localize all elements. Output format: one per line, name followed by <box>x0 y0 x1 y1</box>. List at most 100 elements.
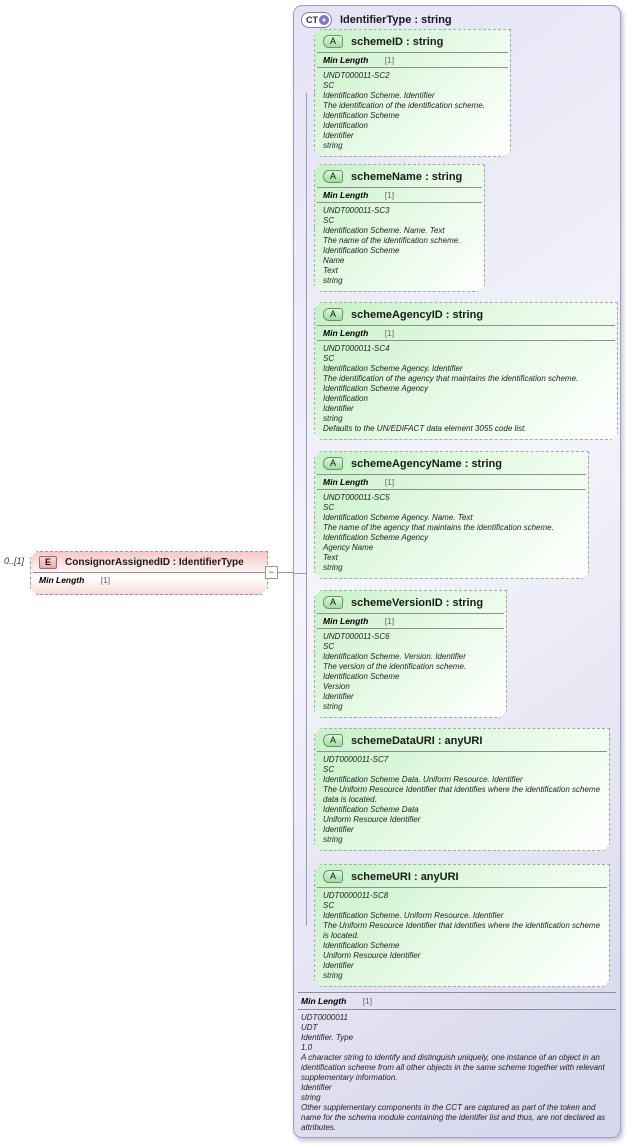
attribute-facet-divider <box>317 489 586 490</box>
attribute-divider <box>317 751 607 752</box>
attribute-box[interactable]: A schemeID : string Min Length [1] UNDT0… <box>314 29 511 157</box>
facet-value: [1] <box>384 328 395 338</box>
annotation-line: Identification Scheme <box>323 111 400 120</box>
plus-icon: + <box>319 15 329 25</box>
attribute-header[interactable]: A schemeDataURI : anyURI <box>315 729 609 751</box>
attribute-divider <box>317 325 615 326</box>
attribute-facet-divider <box>317 202 482 203</box>
annotation-line: SC <box>323 901 335 910</box>
facet-value: [1] <box>384 55 395 65</box>
annotation-line: Identification <box>323 394 368 403</box>
attribute-box[interactable]: A schemeAgencyID : string Min Length [1]… <box>314 302 618 440</box>
attribute-box[interactable]: A schemeVersionID : string Min Length [1… <box>314 590 507 718</box>
annotation-line: UNDT000011-SC4 <box>323 344 390 353</box>
attribute-badge-icon: A <box>323 870 343 883</box>
attribute-trunk-line <box>306 93 307 926</box>
attribute-header[interactable]: A schemeName : string <box>315 165 484 187</box>
element-badge-icon: E <box>39 556 57 569</box>
attribute-facet-divider <box>317 628 504 629</box>
facet-name: Min Length <box>323 55 369 65</box>
element-box[interactable]: E ConsignorAssignedID : IdentifierType M… <box>30 551 268 595</box>
annotation-line: Identifier <box>323 825 354 834</box>
annotation-line: SC <box>323 354 335 363</box>
facet-name: Min Length <box>323 328 369 338</box>
facet-value: [1] <box>384 190 395 200</box>
annotation-line: Name <box>323 256 345 265</box>
attribute-header[interactable]: A schemeURI : anyURI <box>315 865 609 887</box>
element-facet-row: Min Length [1] <box>31 573 267 587</box>
attribute-facet-row: Min Length [1] <box>315 326 617 340</box>
attribute-header[interactable]: A schemeID : string <box>315 30 510 52</box>
annotation-line: UDT0000011 <box>301 1013 348 1022</box>
element-header[interactable]: E ConsignorAssignedID : IdentifierType <box>31 552 267 572</box>
annotation-line: Identification Scheme. Version. Identifi… <box>323 652 466 661</box>
annotation-line: SC <box>323 81 335 90</box>
attribute-facet-divider <box>317 340 615 341</box>
annotation-line: Uniform Resource Identifier <box>323 815 421 824</box>
complex-type-title: IdentifierType : string <box>340 14 452 26</box>
attribute-header[interactable]: A schemeAgencyName : string <box>315 452 588 474</box>
attribute-badge-icon: A <box>323 308 343 321</box>
annotation-line: 1.0 <box>301 1043 313 1052</box>
attribute-header[interactable]: A schemeAgencyID : string <box>315 303 617 325</box>
annotation-line: UDT0000011-SC8 <box>323 891 389 900</box>
annotation-line: Identification Scheme <box>323 941 400 950</box>
annotation-line: The name of the agency that maintains th… <box>323 523 554 532</box>
complex-type-box[interactable]: CT + IdentifierType : string A schemeID … <box>293 5 621 1138</box>
cardinality-label: 0..[1] <box>4 556 25 566</box>
annotation-line: SC <box>323 216 335 225</box>
attribute-divider <box>317 187 482 188</box>
complex-type-header[interactable]: CT + IdentifierType : string <box>301 12 452 28</box>
annotation-line: Identification Scheme Agency. Name. Text <box>323 513 473 522</box>
facet-name: Min Length <box>39 575 85 585</box>
annotation-line: Other supplementary components in the CC… <box>301 1103 606 1132</box>
attribute-title: schemeVersionID : string <box>351 596 484 609</box>
annotation-line: SC <box>323 503 335 512</box>
facet-value: [1] <box>362 996 373 1006</box>
annotation-line: The Uniform Resource Identifier that ide… <box>323 785 601 804</box>
attribute-title: schemeID : string <box>351 35 444 48</box>
annotation-line: Text <box>323 553 338 562</box>
annotation-line: Identifier. Type <box>301 1033 354 1042</box>
facet-value: [1] <box>384 477 395 487</box>
attribute-divider <box>317 613 504 614</box>
attribute-header[interactable]: A schemeVersionID : string <box>315 591 506 613</box>
attribute-divider <box>317 887 607 888</box>
attribute-facet-row: Min Length [1] <box>315 614 506 628</box>
element-inlet-line <box>294 573 306 574</box>
annotation-line: Uniform Resource Identifier <box>323 951 421 960</box>
annotation-line: UDT0000011-SC7 <box>323 755 389 764</box>
annotation-line: Identification Scheme. Identifier <box>323 91 435 100</box>
attribute-title: schemeURI : anyURI <box>351 870 459 883</box>
annotation-line: string <box>323 835 343 844</box>
annotation-line: Identifier <box>323 404 354 413</box>
attribute-box[interactable]: A schemeName : string Min Length [1] UND… <box>314 164 485 292</box>
annotation-line: Identification Scheme Data <box>323 805 419 814</box>
annotation-line: Defaults to the UN/EDIFACT data element … <box>323 424 527 433</box>
facet-name: Min Length <box>323 616 369 626</box>
annotation-line: Identification Scheme <box>323 672 400 681</box>
annotation-line: The version of the identification scheme… <box>323 662 467 671</box>
annotation-line: string <box>323 971 343 980</box>
annotation-line: string <box>301 1093 321 1102</box>
attribute-box[interactable]: A schemeAgencyName : string Min Length [… <box>314 451 589 579</box>
annotation-line: A character string to identify and disti… <box>301 1053 605 1082</box>
element-divider <box>33 572 265 573</box>
annotation-line: UNDT000011-SC6 <box>323 632 390 641</box>
annotation-line: string <box>323 141 343 150</box>
annotation-line: Identification Scheme Agency <box>323 384 429 393</box>
attribute-title: schemeAgencyName : string <box>351 457 502 470</box>
attribute-facet-row: Min Length [1] <box>315 53 510 67</box>
annotation-line: Identification Scheme Agency. Identifier <box>323 364 463 373</box>
collapse-toggle[interactable]: − <box>265 566 278 579</box>
annotation-line: string <box>323 276 343 285</box>
annotation-line: Identifier <box>323 961 354 970</box>
